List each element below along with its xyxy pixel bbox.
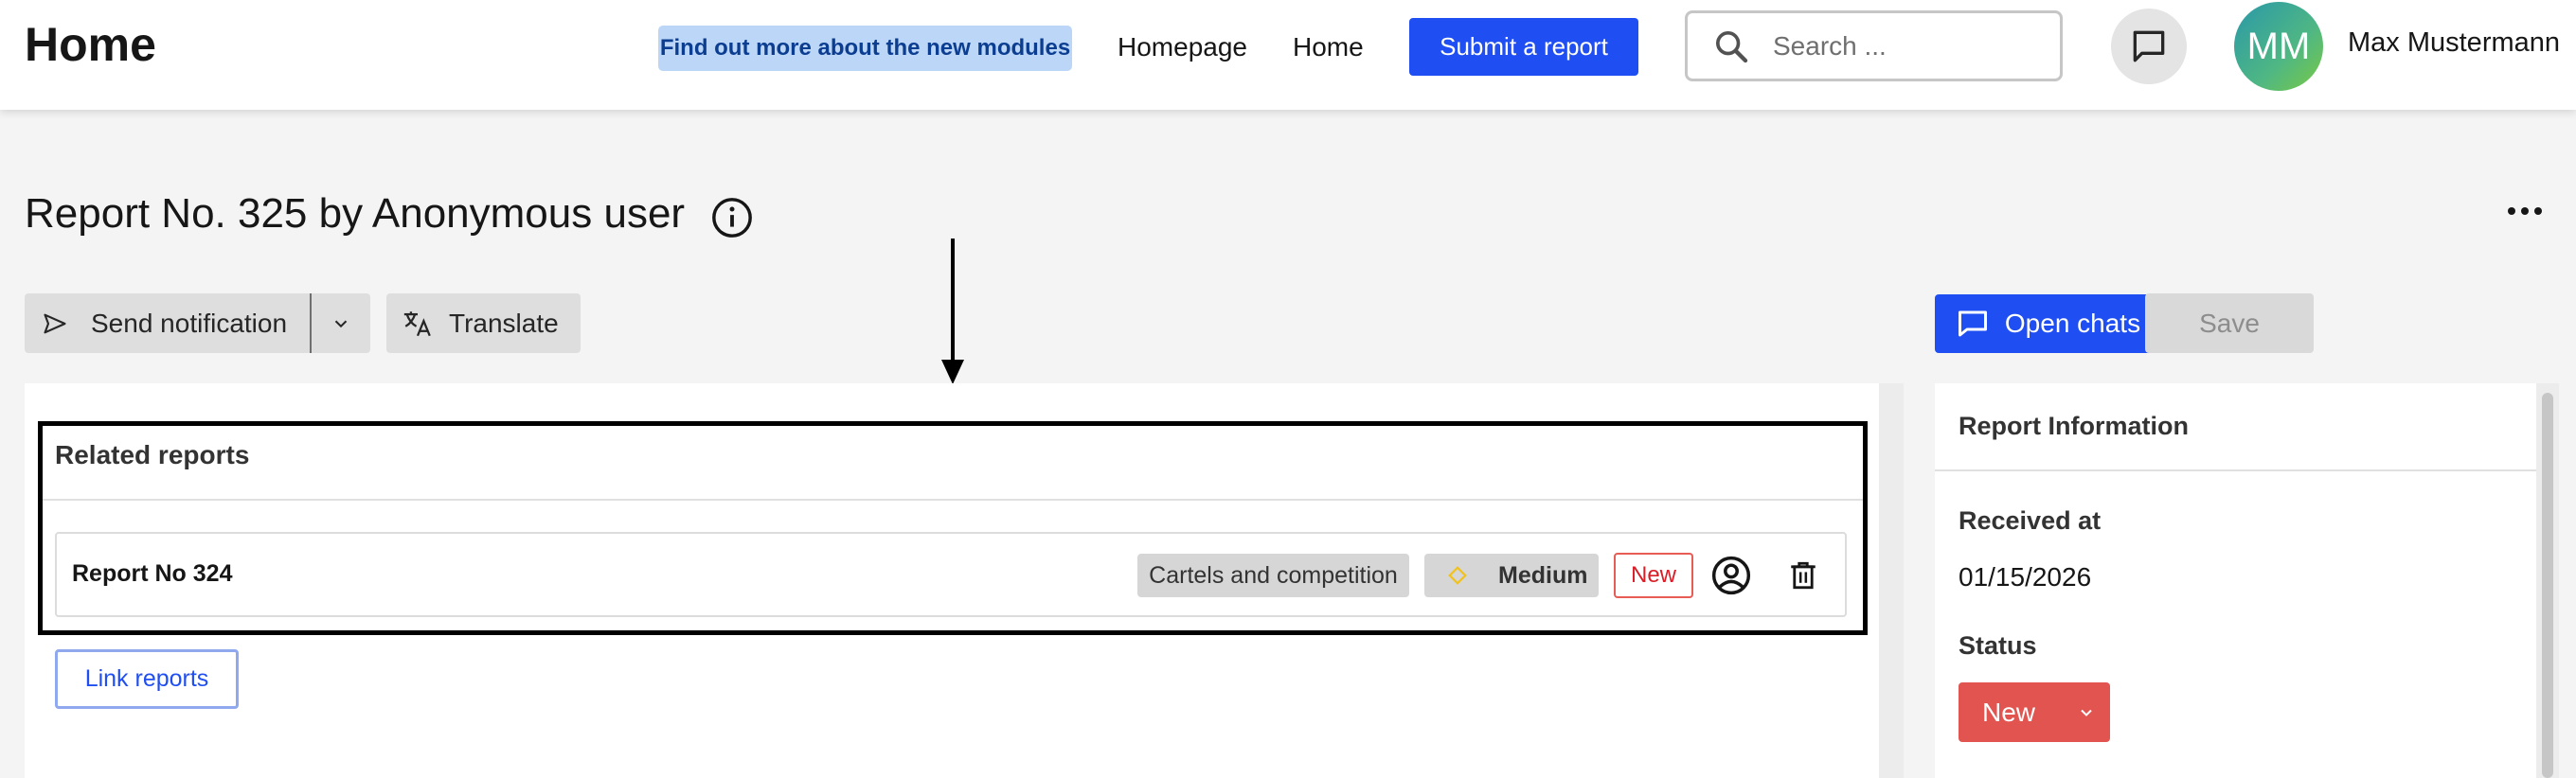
status-label: Status xyxy=(1959,631,2037,660)
open-chats-button[interactable]: Open chats xyxy=(1935,294,2161,353)
user-circle-icon[interactable] xyxy=(1709,554,1753,597)
related-reports-title: Related reports xyxy=(55,440,250,469)
send-icon xyxy=(25,310,91,337)
diamond-icon xyxy=(1424,565,1498,586)
info-icon[interactable] xyxy=(710,196,754,239)
translate-icon xyxy=(386,308,449,340)
category-tag: Cartels and competition xyxy=(1137,554,1409,597)
highlight-frame xyxy=(38,421,1868,635)
chevron-down-icon xyxy=(2063,703,2110,722)
top-bar xyxy=(0,0,2576,110)
priority-label: Medium xyxy=(1498,561,1588,589)
app-title: Home xyxy=(25,18,156,71)
trash-icon[interactable] xyxy=(1781,554,1825,597)
received-at-value: 01/15/2026 xyxy=(1959,562,2092,592)
save-button[interactable]: Save xyxy=(2145,293,2314,353)
search-icon xyxy=(1712,27,1750,65)
split-divider xyxy=(310,293,312,353)
status-dropdown[interactable]: New xyxy=(1959,682,2110,742)
search-input[interactable] xyxy=(1771,29,2021,62)
section-divider xyxy=(43,499,1863,501)
chat-bubble-icon xyxy=(2128,26,2170,67)
annotation-arrow xyxy=(941,239,964,384)
status-value: New xyxy=(1982,697,2036,727)
status-badge: New xyxy=(1614,553,1693,598)
link-reports-button[interactable]: Link reports xyxy=(55,649,239,709)
send-options-dropdown[interactable] xyxy=(312,293,370,353)
report-information-title: Report Information xyxy=(1959,412,2189,440)
received-at-label: Received at xyxy=(1959,506,2102,535)
send-notification-button[interactable]: Send notification xyxy=(25,293,310,353)
chevron-down-icon xyxy=(331,313,351,334)
submit-report-button[interactable]: Submit a report xyxy=(1409,18,1638,76)
nav-link-home[interactable]: Home xyxy=(1293,32,1364,62)
send-notification-label: Send notification xyxy=(91,308,288,338)
search-box xyxy=(1685,10,2063,81)
promo-banner-link[interactable]: Find out more about the new modules xyxy=(658,26,1072,71)
more-horizontal-icon[interactable] xyxy=(2504,197,2546,225)
scrollbar-thumb[interactable] xyxy=(2542,393,2553,778)
nav-link-homepage[interactable]: Homepage xyxy=(1118,32,1247,62)
chat-button[interactable] xyxy=(2111,9,2187,84)
section-divider xyxy=(1935,469,2536,471)
related-report-name[interactable]: Report No 324 xyxy=(72,560,233,587)
avatar[interactable]: MM xyxy=(2234,2,2323,91)
open-chats-label: Open chats xyxy=(2004,309,2141,338)
send-notification-split-button: Send notification xyxy=(25,293,370,353)
translate-button[interactable]: Translate xyxy=(386,293,581,353)
panel-gutter xyxy=(1879,383,1904,778)
chat-bubble-icon xyxy=(1956,307,2005,341)
translate-label: Translate xyxy=(449,308,559,338)
page-title: Report No. 325 by Anonymous user xyxy=(25,190,686,237)
user-name[interactable]: Max Mustermann xyxy=(2348,27,2561,58)
priority-tag: Medium xyxy=(1424,554,1599,597)
